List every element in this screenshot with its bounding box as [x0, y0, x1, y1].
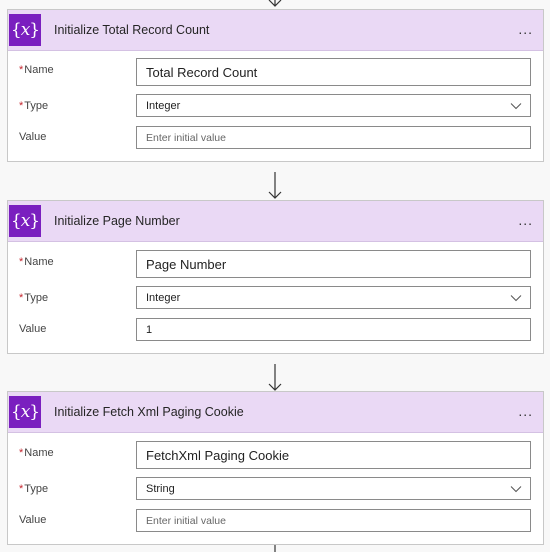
value-input[interactable]: 1	[136, 318, 531, 341]
arrow-down-icon	[268, 172, 282, 199]
type-select[interactable]: Integer	[136, 94, 531, 117]
connector-line	[274, 545, 276, 552]
type-select[interactable]: String	[136, 477, 531, 500]
value-input[interactable]: Enter initial value	[136, 509, 531, 532]
card-title: Initialize Page Number	[54, 214, 180, 228]
more-options-button[interactable]: ...	[518, 403, 533, 419]
card-title: Initialize Fetch Xml Paging Cookie	[54, 405, 244, 419]
name-field[interactable]: Total Record Count	[136, 58, 531, 86]
name-field[interactable]: FetchXml Paging Cookie	[136, 441, 531, 469]
action-card-page-number[interactable]: {x} Initialize Page Number ... *Name Pag…	[7, 200, 544, 354]
card-title: Initialize Total Record Count	[54, 23, 210, 37]
type-value: Integer	[146, 291, 181, 304]
card-header[interactable]: {x} Initialize Page Number ...	[8, 201, 543, 242]
variable-icon: {x}	[9, 205, 41, 237]
type-label: *Type	[19, 483, 49, 495]
chevron-down-icon	[510, 295, 522, 302]
flow-arrow-2	[0, 364, 550, 392]
more-options-button[interactable]: ...	[518, 21, 533, 37]
value-input[interactable]: Enter initial value	[136, 126, 531, 149]
arrow-down-icon	[268, 0, 282, 7]
variable-icon: {x}	[9, 396, 41, 428]
flow-arrow-1	[0, 172, 550, 200]
card-header[interactable]: {x} Initialize Total Record Count ...	[8, 10, 543, 51]
type-label: *Type	[19, 100, 49, 112]
variable-icon: {x}	[9, 14, 41, 46]
name-label: *Name	[19, 256, 54, 268]
chevron-down-icon	[510, 486, 522, 493]
type-select[interactable]: Integer	[136, 286, 531, 309]
type-label: *Type	[19, 292, 49, 304]
action-card-fetch-xml-paging-cookie[interactable]: {x} Initialize Fetch Xml Paging Cookie .…	[7, 391, 544, 545]
name-label: *Name	[19, 447, 54, 459]
chevron-down-icon	[510, 103, 522, 110]
card-header[interactable]: {x} Initialize Fetch Xml Paging Cookie .…	[8, 392, 543, 433]
name-field[interactable]: Page Number	[136, 250, 531, 278]
arrow-down-icon	[268, 364, 282, 391]
value-label: Value	[19, 514, 47, 526]
value-label: Value	[19, 131, 47, 143]
name-label: *Name	[19, 64, 54, 76]
flow-arrow-bottom	[0, 545, 550, 552]
type-value: String	[146, 482, 175, 495]
value-label: Value	[19, 323, 47, 335]
type-value: Integer	[146, 99, 181, 112]
more-options-button[interactable]: ...	[518, 212, 533, 228]
flow-arrow-top	[0, 0, 550, 8]
action-card-total-record-count[interactable]: {x} Initialize Total Record Count ... *N…	[7, 9, 544, 162]
